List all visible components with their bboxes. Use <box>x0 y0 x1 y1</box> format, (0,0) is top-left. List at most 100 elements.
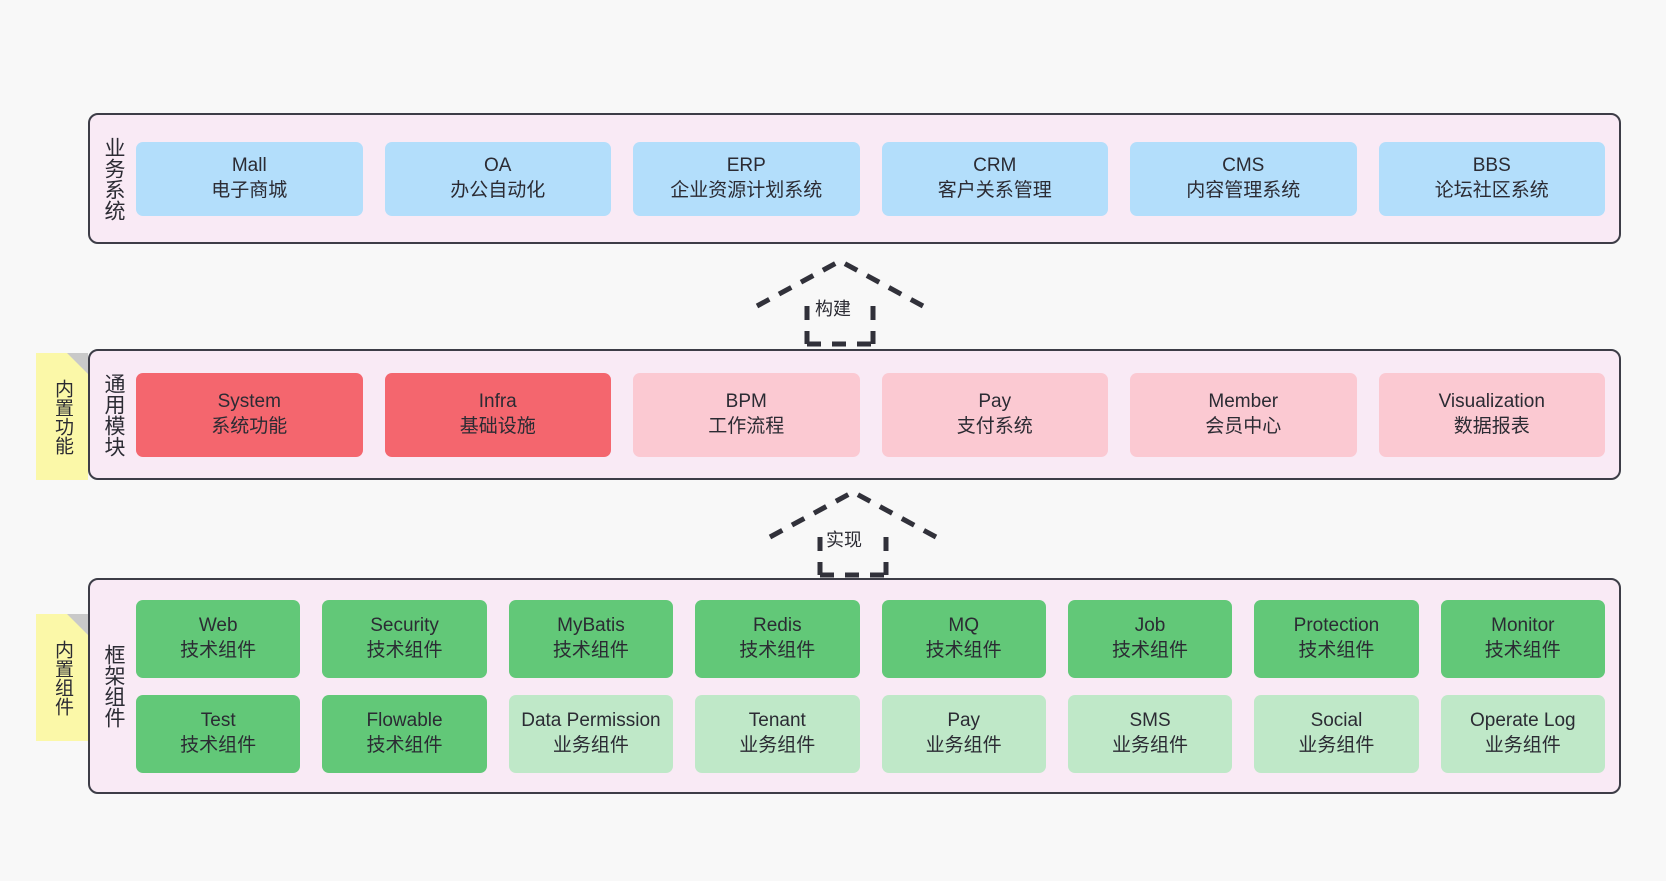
node-crm-cn: 客户关系管理 <box>937 179 1052 201</box>
node-system-en: System <box>217 391 281 413</box>
node-security[interactable]: Security 技术组件 <box>322 599 487 678</box>
connector-implement-label: 实现 <box>826 530 862 550</box>
node-security-cn: 技术组件 <box>366 639 443 661</box>
node-protection-en: Protection <box>1293 615 1380 637</box>
layer-common-modules-row: System 系统功能 Infra 基础设施 BPM 工作流程 Pay 支付系统… <box>136 372 1605 457</box>
node-crm-en: CRM <box>973 155 1017 177</box>
node-infra[interactable]: Infra 基础设施 <box>384 372 611 457</box>
node-social-cn: 业务组件 <box>1298 734 1375 756</box>
node-pay-module-en: Pay <box>978 391 1012 413</box>
node-job[interactable]: Job 技术组件 <box>1067 599 1233 678</box>
node-monitor-cn: 技术组件 <box>1484 639 1561 661</box>
connector-build: 构建 <box>755 258 925 347</box>
node-redis-cn: 技术组件 <box>739 639 816 661</box>
node-infra-cn: 基础设施 <box>459 415 536 437</box>
node-operate-log-en: Operate Log <box>1469 710 1576 732</box>
node-bbs-en: BBS <box>1472 155 1511 177</box>
node-member[interactable]: Member 会员中心 <box>1130 372 1357 457</box>
node-erp-en: ERP <box>726 155 766 177</box>
node-system-cn: 系统功能 <box>211 415 288 437</box>
node-crm[interactable]: CRM 客户关系管理 <box>881 141 1108 216</box>
node-system[interactable]: System 系统功能 <box>136 372 363 457</box>
node-data-permission-cn: 业务组件 <box>552 734 629 756</box>
node-cms-en: CMS <box>1222 155 1265 177</box>
generalization-triangle <box>755 258 925 309</box>
layer-business-systems-row: Mall 电子商城 OA 办公自动化 ERP 企业资源计划系统 CRM 客户关系… <box>136 141 1605 216</box>
node-pay-module-cn: 支付系统 <box>956 415 1033 437</box>
node-operate-log[interactable]: Operate Log 业务组件 <box>1440 694 1605 773</box>
connector-implement: 实现 <box>768 489 938 578</box>
node-data-permission-en: Data Permission <box>521 710 661 732</box>
layer-framework-components-row-business: Test 技术组件 Flowable 技术组件 Data Permission … <box>136 694 1605 773</box>
node-protection-cn: 技术组件 <box>1298 639 1375 661</box>
node-social[interactable]: Social 业务组件 <box>1254 694 1419 773</box>
node-mall-en: Mall <box>231 155 267 177</box>
connector-build-label: 构建 <box>815 299 851 319</box>
node-sms-en: SMS <box>1129 710 1171 732</box>
node-tenant-cn: 业务组件 <box>739 734 816 756</box>
node-cms-cn: 内容管理系统 <box>1186 179 1301 201</box>
node-web[interactable]: Web 技术组件 <box>136 599 301 678</box>
node-infra-en: Infra <box>478 391 517 413</box>
node-sms[interactable]: SMS 业务组件 <box>1067 694 1233 773</box>
node-mybatis-cn: 技术组件 <box>552 639 629 661</box>
node-mq[interactable]: MQ 技术组件 <box>881 599 1046 678</box>
note-builtin-component-label: 内置组件 <box>52 639 74 716</box>
node-monitor[interactable]: Monitor 技术组件 <box>1440 599 1605 678</box>
node-sms-cn: 业务组件 <box>1112 734 1189 756</box>
layer-framework-components-body: Web 技术组件 Security 技术组件 MyBatis 技术组件 Redi… <box>136 580 1619 792</box>
node-job-en: Job <box>1134 615 1166 637</box>
node-flowable[interactable]: Flowable 技术组件 <box>322 694 487 773</box>
node-bpm-cn: 工作流程 <box>708 415 785 437</box>
note-builtin-component: 内置组件 <box>36 614 88 741</box>
node-test[interactable]: Test 技术组件 <box>136 694 301 773</box>
node-visualization[interactable]: Visualization 数据报表 <box>1378 372 1605 457</box>
node-web-en: Web <box>198 615 238 637</box>
node-job-cn: 技术组件 <box>1112 639 1189 661</box>
layer-business-systems: 业务系统 Mall 电子商城 OA 办公自动化 ERP 企业资源计划系统 CRM… <box>88 113 1621 244</box>
node-erp[interactable]: ERP 企业资源计划系统 <box>633 141 860 216</box>
node-pay-component[interactable]: Pay 业务组件 <box>881 694 1046 773</box>
note-builtin-feature: 内置功能 <box>36 353 88 480</box>
layer-common-modules-title: 通用模块 <box>101 372 125 457</box>
node-erp-cn: 企业资源计划系统 <box>670 179 823 201</box>
node-protection[interactable]: Protection 技术组件 <box>1254 599 1419 678</box>
note-builtin-feature-label: 内置功能 <box>52 378 74 455</box>
node-oa-cn: 办公自动化 <box>450 179 546 201</box>
node-flowable-en: Flowable <box>366 710 443 732</box>
node-tenant[interactable]: Tenant 业务组件 <box>695 694 860 773</box>
layer-framework-components-row-technical: Web 技术组件 Security 技术组件 MyBatis 技术组件 Redi… <box>136 599 1605 678</box>
generalization-triangle <box>768 489 938 540</box>
node-tenant-en: Tenant <box>748 710 806 732</box>
node-bbs[interactable]: BBS 论坛社区系统 <box>1378 141 1605 216</box>
layer-business-systems-title: 业务系统 <box>101 136 125 221</box>
node-bbs-cn: 论坛社区系统 <box>1434 179 1549 201</box>
node-social-en: Social <box>1310 710 1363 732</box>
node-cms[interactable]: CMS 内容管理系统 <box>1130 141 1357 216</box>
node-bpm[interactable]: BPM 工作流程 <box>633 372 860 457</box>
node-oa[interactable]: OA 办公自动化 <box>384 141 611 216</box>
node-visualization-cn: 数据报表 <box>1453 415 1530 437</box>
node-member-en: Member <box>1208 391 1279 413</box>
node-mybatis-en: MyBatis <box>557 615 625 637</box>
node-mq-cn: 技术组件 <box>925 639 1002 661</box>
node-mall[interactable]: Mall 电子商城 <box>136 141 363 216</box>
node-data-permission[interactable]: Data Permission 业务组件 <box>508 694 674 773</box>
layer-business-systems-body: Mall 电子商城 OA 办公自动化 ERP 企业资源计划系统 CRM 客户关系… <box>136 115 1619 242</box>
node-monitor-en: Monitor <box>1491 615 1555 637</box>
node-pay-component-cn: 业务组件 <box>925 734 1002 756</box>
node-member-cn: 会员中心 <box>1205 415 1282 437</box>
node-pay-component-en: Pay <box>947 710 981 732</box>
node-test-en: Test <box>200 710 236 732</box>
node-redis[interactable]: Redis 技术组件 <box>695 599 860 678</box>
layer-framework-components-title: 框架组件 <box>101 644 125 728</box>
node-mall-cn: 电子商城 <box>211 179 288 201</box>
layer-framework-components: 框架组件 Web 技术组件 Security 技术组件 MyBatis 技术组件… <box>88 578 1621 794</box>
node-operate-log-cn: 业务组件 <box>1484 734 1561 756</box>
node-flowable-cn: 技术组件 <box>366 734 443 756</box>
node-visualization-en: Visualization <box>1438 391 1545 413</box>
node-test-cn: 技术组件 <box>180 734 257 756</box>
node-mybatis[interactable]: MyBatis 技术组件 <box>508 599 674 678</box>
node-pay-module[interactable]: Pay 支付系统 <box>881 372 1108 457</box>
